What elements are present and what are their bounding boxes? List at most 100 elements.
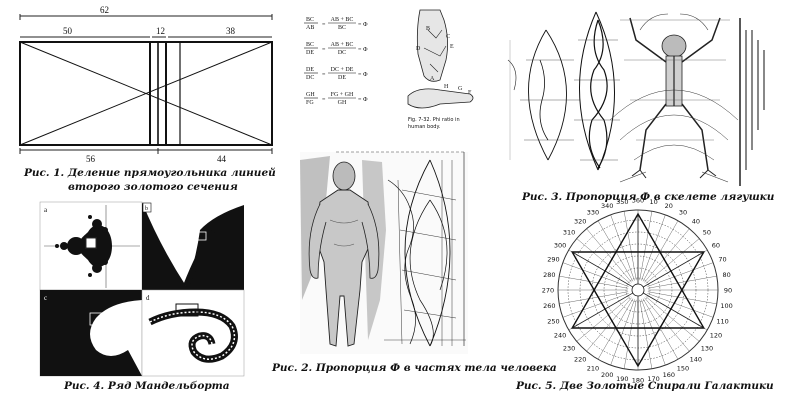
equals-sign: = xyxy=(322,22,326,28)
finger-letter-g: G xyxy=(458,86,463,92)
fig1-caption-line1: Рис. 1. Деление прямоугольника линией xyxy=(24,167,276,179)
formula-rhs-bottom: GH xyxy=(338,100,347,106)
angle-label: 10 xyxy=(649,198,657,206)
radial-line xyxy=(644,228,690,283)
formula-lhs-top: GH xyxy=(306,92,315,98)
fig1-label-top-right: 38 xyxy=(226,26,236,36)
formula-rhs-top: DC + DE xyxy=(331,67,354,73)
hand-letter-a: A xyxy=(430,76,435,82)
frog-ruler-bars xyxy=(739,18,765,186)
angle-label: 320 xyxy=(574,218,586,226)
radial-line xyxy=(586,228,632,283)
fig5-caption: Рис. 5. Две Золотые Спирали Галактики xyxy=(516,380,774,392)
angle-label: 340 xyxy=(601,202,613,210)
radial-line xyxy=(610,299,635,366)
hand-letter-e: E xyxy=(450,44,454,50)
fig4-panel-c: c xyxy=(39,289,143,377)
angle-label: 350 xyxy=(616,198,628,206)
radial-line xyxy=(559,291,629,305)
fig4-letter-d: d xyxy=(146,294,150,302)
angle-label: 160 xyxy=(663,371,675,379)
radial-line xyxy=(639,211,653,281)
radial-line xyxy=(647,275,717,289)
fig1-label-top-total: 62 xyxy=(100,5,109,15)
angle-label: 310 xyxy=(563,229,575,237)
formula-lhs-top: BC xyxy=(306,42,314,48)
angle-label: 110 xyxy=(716,317,728,325)
angle-label: 120 xyxy=(710,332,722,340)
fig3-frog-skeleton xyxy=(507,11,765,186)
fig1-label-top-left: 50 xyxy=(63,26,73,36)
formula-rhs-bottom: DE xyxy=(338,75,346,81)
fig4-letter-c: c xyxy=(44,294,47,302)
formula-lhs-top: BC xyxy=(306,17,314,23)
radial-line xyxy=(647,262,714,287)
formula-rhs-top: AB + BC xyxy=(331,42,354,48)
angle-label: 270 xyxy=(542,287,554,295)
hand-letter-d: D xyxy=(416,46,421,52)
inner-hexagon xyxy=(593,251,683,329)
radial-line xyxy=(562,293,629,318)
phi-symbol: = Ф xyxy=(358,97,368,103)
angle-label: 140 xyxy=(690,355,702,363)
fig4-caption: Рис. 4. Ряд Мандельборта xyxy=(64,380,230,392)
fig1-label-bottom-left: 56 xyxy=(86,154,96,164)
radial-line xyxy=(641,214,666,281)
angle-label: 230 xyxy=(563,344,575,352)
radial-line xyxy=(562,262,629,287)
angle-label: 220 xyxy=(574,355,586,363)
frog-body xyxy=(609,13,739,183)
fig2-note-line2: human body. xyxy=(408,124,441,130)
fig4-letter-b: b xyxy=(145,206,148,212)
phi-symbol: = Ф xyxy=(358,72,368,78)
hand-letter-b: B xyxy=(426,26,430,32)
radial-line xyxy=(644,297,690,352)
radial-line xyxy=(576,296,631,342)
phi-symbol: = Ф xyxy=(358,22,368,28)
formula-rhs-bottom: DC xyxy=(338,50,346,56)
angle-label: 100 xyxy=(720,302,732,310)
formula-lhs-top: DE xyxy=(306,67,314,73)
radial-line xyxy=(559,275,629,289)
fig4-panel-a xyxy=(39,201,143,291)
angle-label: 360 xyxy=(632,197,644,205)
radial-line xyxy=(642,220,679,282)
radial-line xyxy=(641,299,666,366)
radial-line xyxy=(623,211,637,281)
fig1-label-bottom-right: 44 xyxy=(217,154,227,164)
finger-letter-f: F xyxy=(468,90,472,96)
angle-label: 170 xyxy=(647,375,659,383)
angle-label: 210 xyxy=(587,364,599,372)
fig3-caption: Рис. 3. Пропорция Ф в скелете лягушки xyxy=(522,191,775,203)
formula-rhs-top: AB + BC xyxy=(331,17,354,23)
fig2-note-line1: Fig. 7-32. Phi ratio in xyxy=(408,117,460,123)
formula-rhs-top: FG + GH xyxy=(331,92,354,98)
radial-line xyxy=(639,299,653,369)
phi-symbol: = Ф xyxy=(358,47,368,53)
fig1-caption-line2: второго золотого сечения xyxy=(68,181,238,193)
angle-label: 150 xyxy=(677,364,689,372)
fig4-letter-a: a xyxy=(44,206,48,214)
angle-label: 50 xyxy=(703,229,711,237)
formula-lhs-bottom: DE xyxy=(306,50,314,56)
polar-center xyxy=(631,283,645,297)
formula-rhs-bottom: BC xyxy=(338,25,346,31)
angle-label: 30 xyxy=(679,209,687,217)
radial-line xyxy=(597,298,634,360)
equals-sign: = xyxy=(322,72,326,78)
radial-line xyxy=(576,238,631,284)
fig1-rectangle-diagram: 62 50 12 38 56 44 xyxy=(19,5,273,164)
fig5-galaxy-spiral-diagram: 1020304050607080901001101201301401501601… xyxy=(542,197,733,385)
angle-label: 80 xyxy=(722,271,730,279)
angle-label: 90 xyxy=(724,287,732,295)
angle-label: 200 xyxy=(601,371,613,379)
angle-label: 20 xyxy=(665,202,673,210)
formula-lhs-bottom: FG xyxy=(306,100,314,106)
angle-label: 250 xyxy=(547,317,559,325)
radial-line xyxy=(610,214,635,281)
radial-line xyxy=(645,296,700,342)
